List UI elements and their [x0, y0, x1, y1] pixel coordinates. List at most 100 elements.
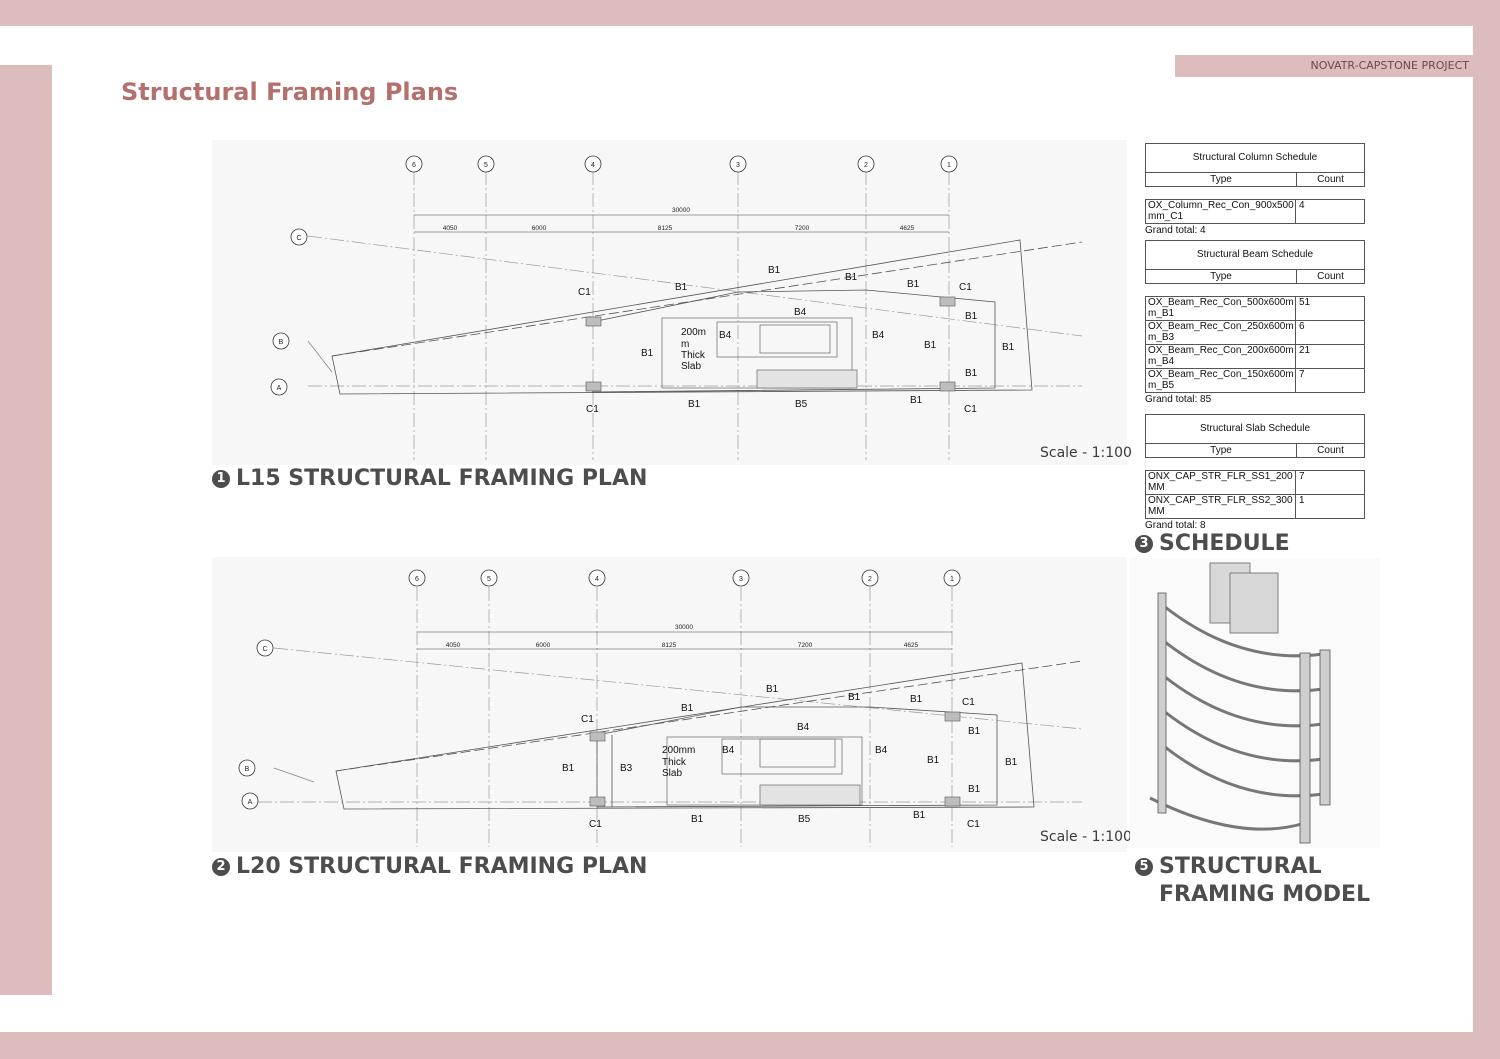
label-b1: B1 [691, 814, 704, 825]
schedule-title: Structural Slab Schedule [1145, 414, 1365, 444]
label-b1: B1 [924, 340, 937, 351]
label-c1: C1 [964, 404, 977, 415]
plan-l15-caption: 1 L15 STRUCTURAL FRAMING PLAN [212, 465, 647, 493]
label-b1: B1 [766, 684, 779, 695]
grid-col-5: 5 [484, 162, 488, 169]
label-b1: B1 [768, 265, 781, 276]
schedule-header: Type Count [1145, 444, 1365, 458]
grid-col-4: 4 [595, 576, 599, 583]
dimension-3: 8125 [658, 225, 673, 232]
left-band [0, 65, 52, 995]
label-b4: B4 [875, 745, 888, 756]
caption-text: L20 STRUCTURAL FRAMING PLAN [236, 854, 648, 879]
grid-row-b: B [245, 766, 250, 773]
overall-dimension: 30000 [672, 207, 690, 214]
grand-total: Grand total: 8 [1145, 520, 1206, 531]
right-band [1473, 0, 1500, 1059]
grid-row-a: A [248, 799, 253, 806]
dimension-5: 4625 [904, 642, 919, 649]
label-b3: B3 [620, 763, 633, 774]
label-c1: C1 [581, 714, 594, 725]
plan-l15-drawing: 6 5 4 3 2 1 C B A 30000 4050 6000 8125 7… [212, 140, 1127, 465]
label-b1: B1 [910, 395, 923, 406]
grid-col-6: 6 [412, 162, 416, 169]
label-b4: B4 [719, 330, 732, 341]
dimension-4: 7200 [798, 642, 813, 649]
schedule-header: Type Count [1145, 270, 1365, 284]
caption-number: 5 [1135, 858, 1153, 876]
label-b1: B1 [965, 368, 978, 379]
grid-row-b: B [279, 339, 284, 346]
label-b1: B1 [848, 692, 861, 703]
dimension-4: 7200 [795, 225, 810, 232]
dimension-2: 6000 [536, 642, 551, 649]
label-b5: B5 [798, 814, 811, 825]
label-b1: B1 [681, 703, 694, 714]
plan-l20-scale: Scale - 1:100 [1040, 829, 1132, 845]
plan-l15-scale: Scale - 1:100 [1040, 445, 1132, 461]
schedule-title: Structural Column Schedule [1145, 143, 1365, 173]
core-area [661, 317, 858, 389]
caption-number: 2 [212, 858, 230, 876]
label-b4: B4 [872, 330, 885, 341]
grid-row-c: C [262, 646, 267, 653]
caption-text: STRUCTURAL [1159, 854, 1322, 879]
svg-text:Slab: Slab [681, 361, 701, 372]
label-b1: B1 [968, 784, 981, 795]
grid-col-4: 4 [591, 162, 595, 169]
bottom-band [0, 1032, 1500, 1059]
label-b4: B4 [722, 745, 735, 756]
label-b1: B1 [675, 282, 688, 293]
svg-text:200mm: 200mm [662, 745, 695, 756]
caption-text: FRAMING MODEL [1159, 882, 1371, 907]
svg-text:m: m [681, 339, 689, 350]
label-c1: C1 [578, 287, 591, 298]
schedule-header: Type Count [1145, 173, 1365, 187]
model-caption: 5 STRUCTURAL FRAMING MODEL [1135, 853, 1370, 909]
label-c1: C1 [586, 404, 599, 415]
column-schedule: Structural Column Schedule Type Count OX… [1145, 143, 1365, 236]
label-b1: B1 [1005, 757, 1018, 768]
grid-col-2: 2 [864, 162, 868, 169]
dimension-5: 4625 [900, 225, 915, 232]
grid-col-2: 2 [868, 576, 872, 583]
svg-text:Thick: Thick [681, 350, 706, 361]
label-b4: B4 [794, 307, 807, 318]
label-b1: B1 [965, 311, 978, 322]
label-b1: B1 [1002, 342, 1015, 353]
caption-text: L15 STRUCTURAL FRAMING PLAN [236, 466, 648, 491]
label-b1: B1 [562, 763, 575, 774]
grand-total: Grand total: 85 [1145, 394, 1212, 405]
page-title: Structural Framing Plans [121, 78, 459, 106]
slab-note: 200m m Thick Slab [681, 327, 706, 372]
caption-number: 1 [212, 470, 230, 488]
dimension-lines [414, 214, 949, 233]
label-b1: B1 [910, 694, 923, 705]
label-b1: B1 [641, 348, 654, 359]
structural-model-image [1130, 558, 1380, 848]
label-c1: C1 [967, 819, 980, 830]
schedule-caption: 3 SCHEDULE [1135, 530, 1290, 558]
dimension-1: 4050 [443, 225, 458, 232]
grid-bubbles [270, 155, 958, 396]
label-b1: B1 [913, 810, 926, 821]
dimension-1: 4050 [446, 642, 461, 649]
beam-schedule: Structural Beam Schedule Type Count OX_B… [1145, 240, 1365, 405]
dimension-3: 8125 [662, 642, 677, 649]
label-b1: B1 [927, 755, 940, 766]
svg-text:Slab: Slab [662, 768, 682, 779]
caption-text: SCHEDULE [1159, 531, 1290, 556]
label-c1: C1 [962, 697, 975, 708]
grid-col-3: 3 [736, 162, 740, 169]
label-c1: C1 [959, 282, 972, 293]
grid-col-5: 5 [487, 576, 491, 583]
floor-outline [307, 239, 1083, 395]
grid-col-1: 1 [947, 162, 951, 169]
label-b1: B1 [968, 726, 981, 737]
label-b5: B5 [795, 399, 808, 410]
